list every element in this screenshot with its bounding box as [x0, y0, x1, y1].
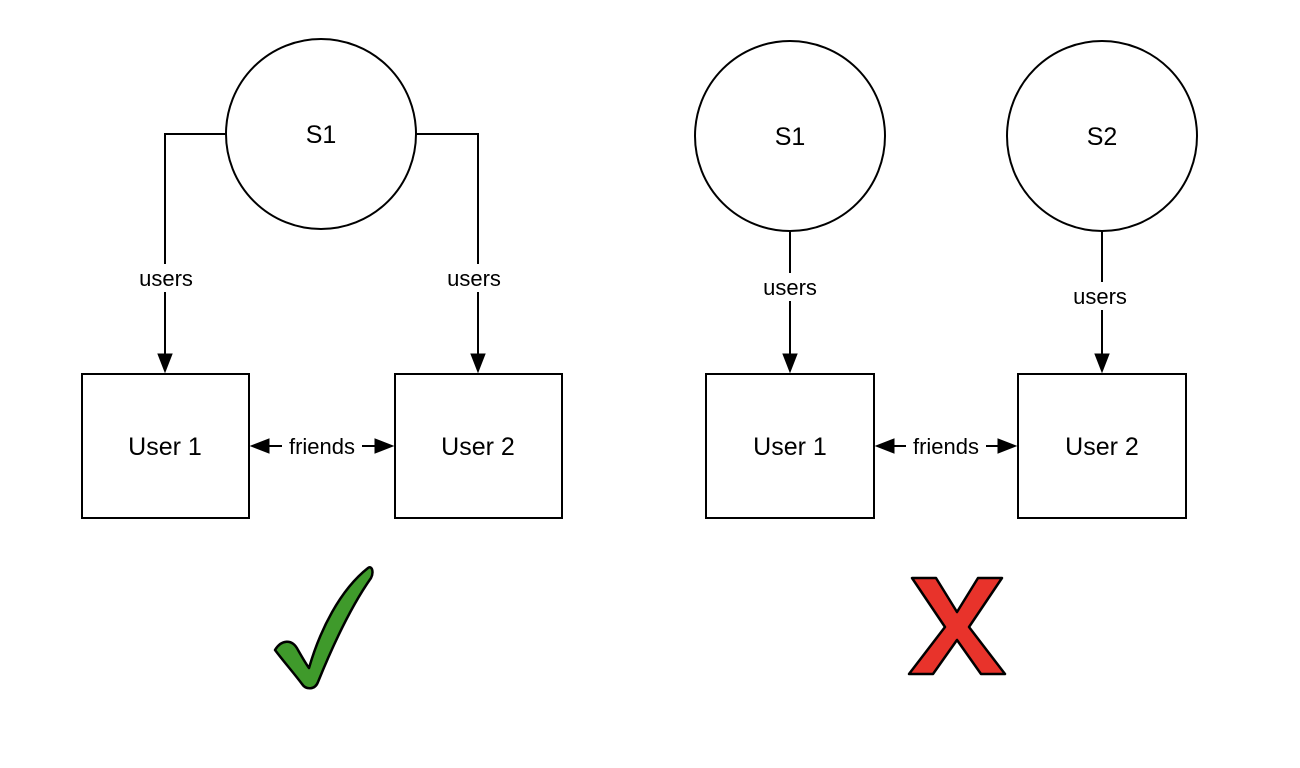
- left-user-2: User 2: [394, 373, 563, 519]
- right-server-s1: S1: [694, 40, 886, 232]
- right-edge-users-1-label: users: [763, 275, 817, 300]
- right-edge-friends-label: friends: [913, 434, 979, 459]
- left-user-1: User 1: [81, 373, 250, 519]
- left-edge-users-2-label: users: [447, 266, 501, 291]
- left-diagram: users users S1 User 1 User 2: [81, 38, 563, 690]
- right-server-s1-label: S1: [775, 123, 806, 151]
- right-server-s2: S2: [1006, 40, 1198, 232]
- right-server-s2-label: S2: [1087, 123, 1118, 151]
- arrow-head: [157, 353, 173, 374]
- left-edge-friends-label: friends: [289, 434, 355, 459]
- arrow-head: [1094, 353, 1110, 374]
- left-server-s1-label: S1: [306, 121, 337, 149]
- cross-icon: [907, 576, 1007, 676]
- arrow-head: [374, 438, 395, 454]
- right-edge-users-1: users: [752, 230, 828, 374]
- right-user-2-label: User 2: [1065, 433, 1139, 461]
- left-edge-users-1-label: users: [139, 266, 193, 291]
- arrow-head: [782, 353, 798, 374]
- left-user-1-label: User 1: [128, 433, 202, 461]
- left-server-s1: S1: [225, 38, 417, 230]
- arrow-head: [997, 438, 1018, 454]
- left-edge-users-1: users: [128, 133, 227, 374]
- left-user-2-label: User 2: [441, 433, 515, 461]
- right-user-2: User 2: [1017, 373, 1187, 519]
- right-user-1: User 1: [705, 373, 875, 519]
- arrow-head: [470, 353, 486, 374]
- checkmark-icon: [273, 566, 374, 690]
- right-diagram: users users S1 S2 User 1 User 2: [694, 40, 1198, 676]
- right-edge-users-2-label: users: [1073, 284, 1127, 309]
- right-edge-users-2: users: [1064, 230, 1140, 374]
- arrow-head: [874, 438, 895, 454]
- right-edge-friends: friends: [874, 433, 1018, 459]
- arrow-head: [249, 438, 270, 454]
- right-user-1-label: User 1: [753, 433, 827, 461]
- left-edge-users-2: users: [416, 133, 517, 374]
- left-edge-friends: friends: [249, 433, 395, 459]
